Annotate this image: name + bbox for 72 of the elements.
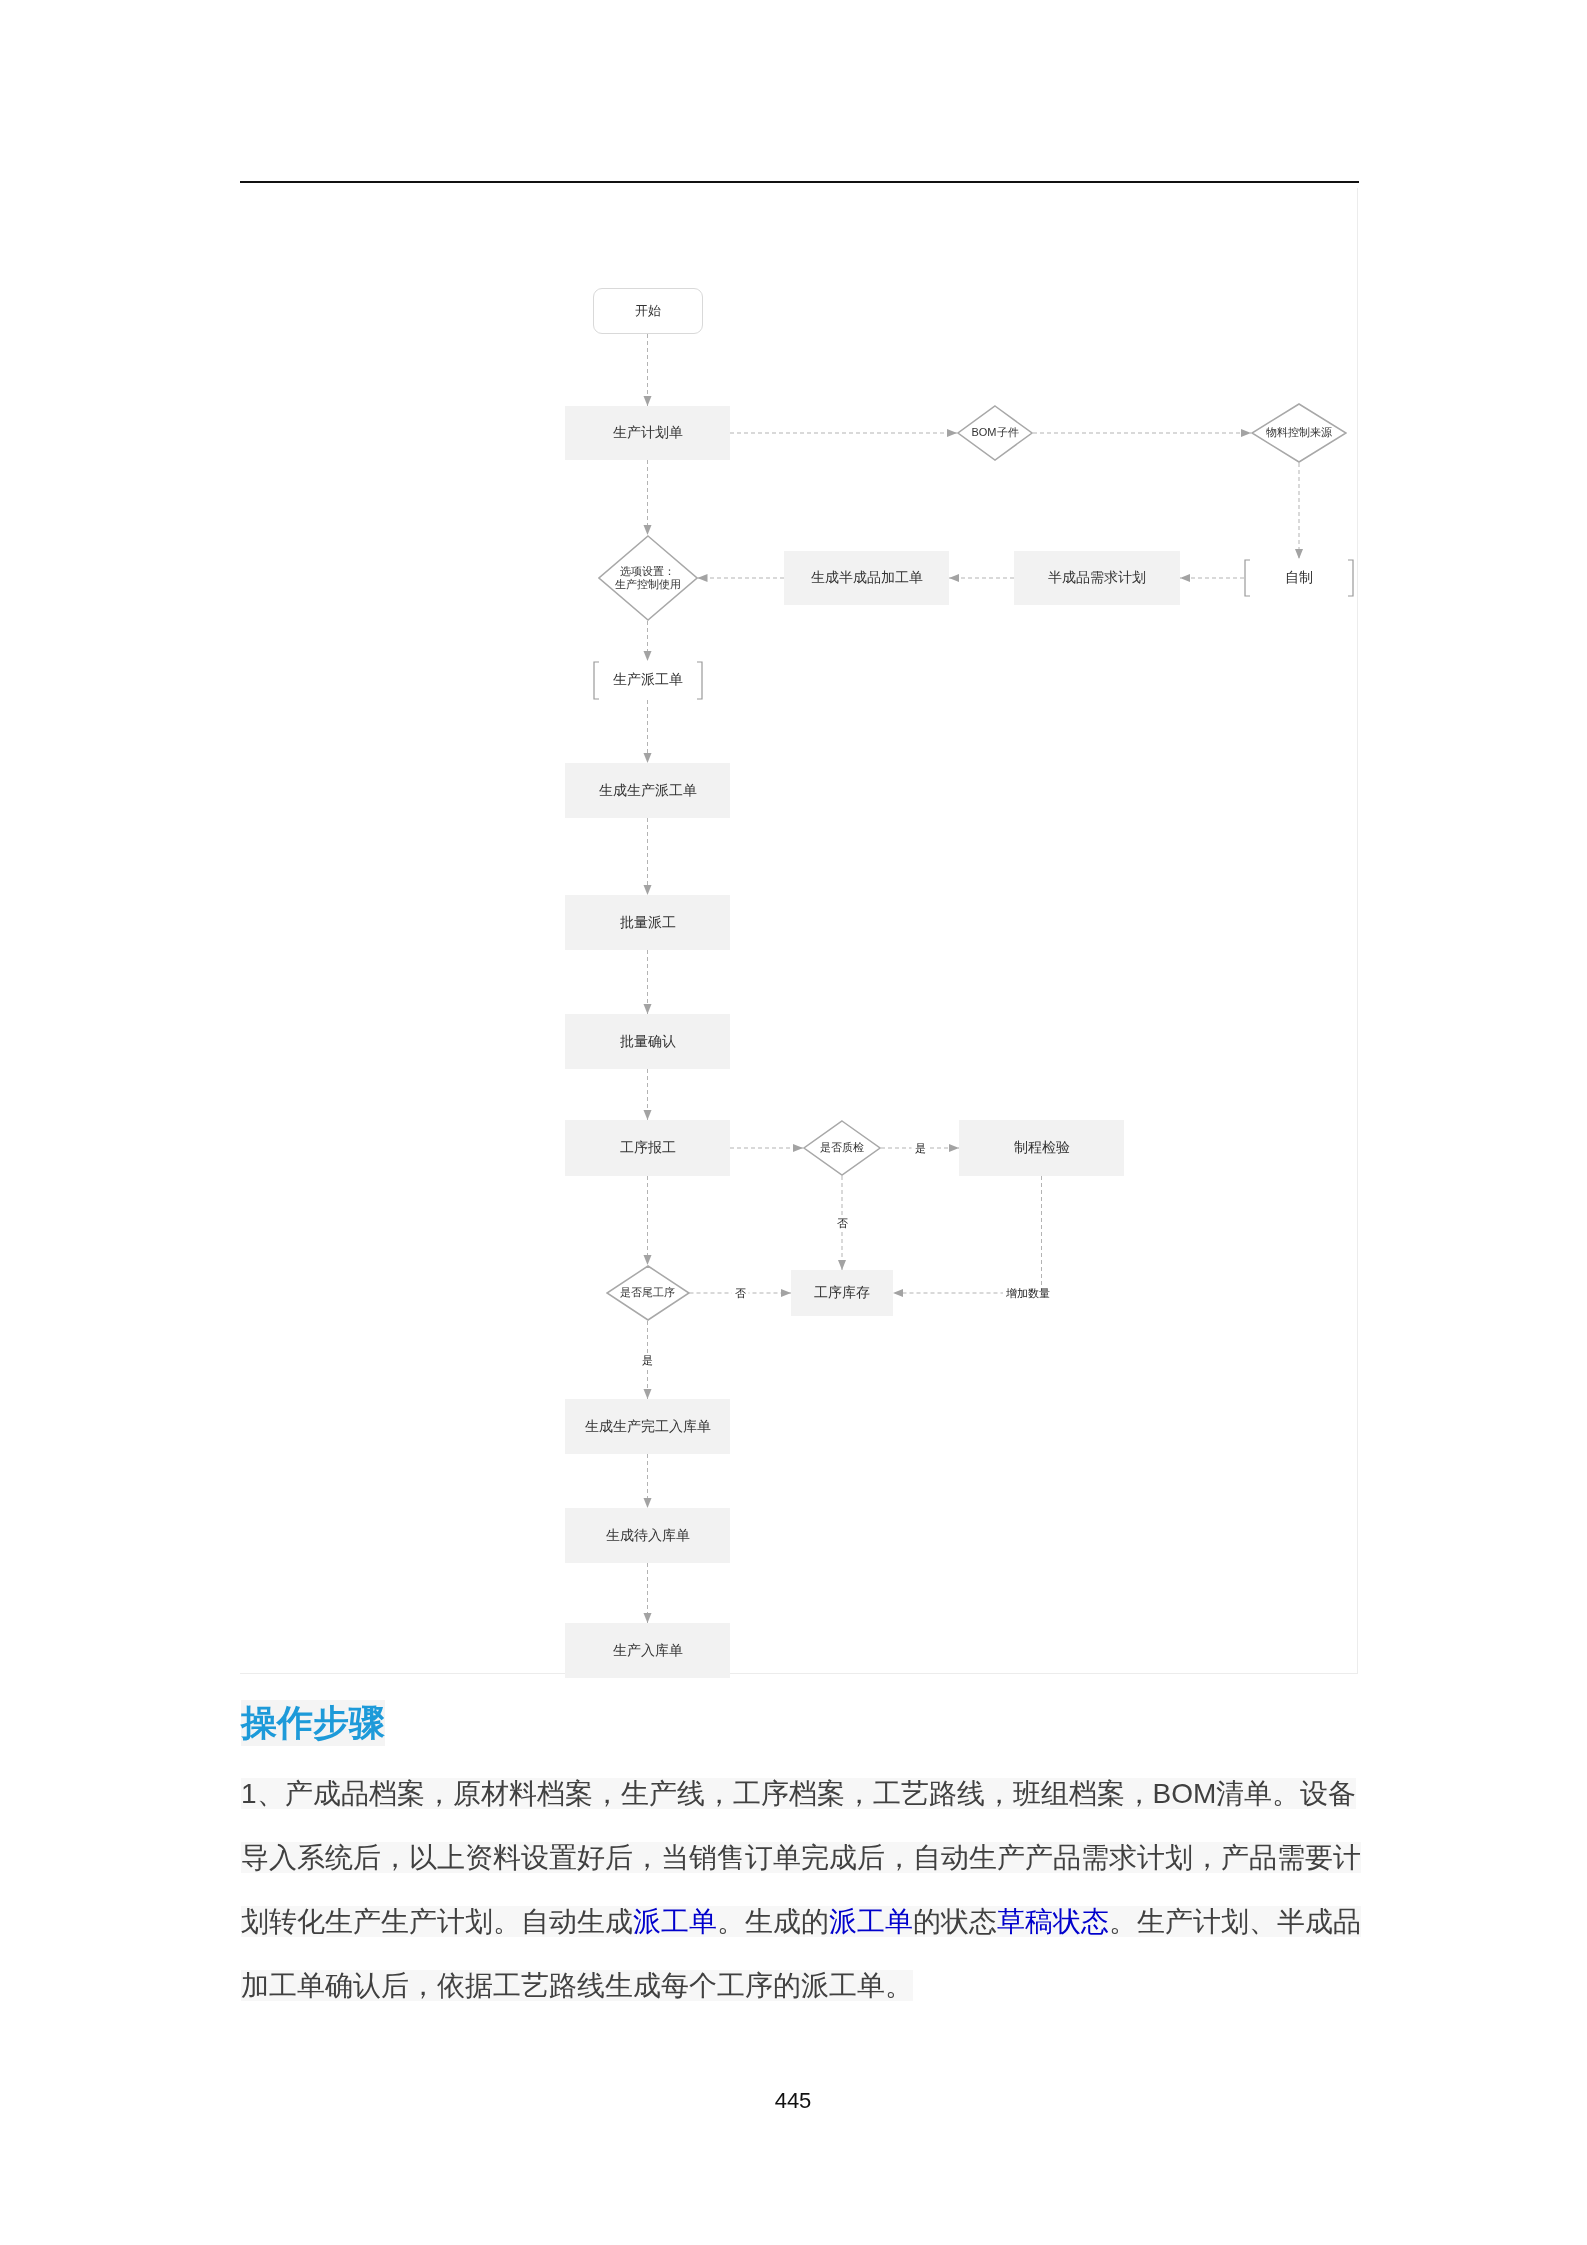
node-text: 自制 <box>1285 569 1313 587</box>
arrow <box>643 1562 652 1624</box>
arrow <box>1295 462 1303 560</box>
process-box <box>565 1399 730 1454</box>
node-text: 批量确认 <box>619 1032 676 1051</box>
arrow <box>1179 574 1245 582</box>
arrow <box>643 459 652 536</box>
bracket-annotation <box>592 661 703 700</box>
node-text: 半成品需求计划 <box>1048 569 1146 587</box>
node-text: 生成生产派工单 <box>598 781 697 800</box>
start-terminal <box>592 288 703 334</box>
edge-label: 增加数量 <box>1003 1286 1053 1300</box>
node-text: 生产派工单 <box>612 672 683 689</box>
arrow <box>643 1320 652 1400</box>
node-text: 生成半成品加工单 <box>810 569 923 587</box>
decision-diamond <box>803 1120 881 1176</box>
paragraph: 1、产成品档案，原材料档案，生产线，工序档案，工艺路线，班组档案，BOM清单。设备导入系统后，以上资料设置好后，当销售订单完成后，自动生产产品需求计划，产品需要计划转化生产生产计划。自动生成派工单。生成的派工单的状态草稿状态。生产计划、半成品加工单确认后，依据工艺路线生成每个工序的派工单。 <box>241 1777 1361 2003</box>
process-box <box>565 1120 730 1176</box>
arrow <box>643 1068 652 1121</box>
node-text: 制程检验 <box>1013 1139 1070 1157</box>
arrow <box>643 333 652 407</box>
process-box <box>959 1120 1124 1176</box>
node-text: 是否尾工序 <box>620 1286 675 1300</box>
page-number: 445 <box>774 2086 812 2115</box>
arrow <box>643 699 652 764</box>
process-box <box>565 406 730 460</box>
process-box <box>565 763 730 818</box>
process-box <box>565 895 730 950</box>
decision-diamond <box>1251 403 1347 463</box>
node-text: 生成生产完工入库单 <box>584 1417 711 1436</box>
node-text: 生产入库单 <box>612 1641 683 1660</box>
link: 派工单 <box>633 1906 717 1937</box>
arrow <box>838 1175 846 1271</box>
node-text: 工序库存 <box>814 1284 870 1302</box>
arrow <box>643 1175 652 1266</box>
section-heading: 操作步骤 <box>241 1700 385 1746</box>
arrow <box>729 1144 804 1152</box>
edge-label: 否 <box>731 1286 749 1300</box>
arrow <box>880 1144 960 1152</box>
process-box <box>784 551 949 605</box>
process-box <box>565 1508 730 1563</box>
node-text: 生产计划单 <box>612 424 683 442</box>
node-text: 生成待入库单 <box>605 1526 690 1545</box>
arrow <box>1032 429 1252 437</box>
node-text: 选项设置： <box>620 565 675 578</box>
arrow <box>697 574 785 582</box>
decision-diamond <box>597 535 698 621</box>
node-text: 工序报工 <box>619 1139 676 1157</box>
link: 草稿状态 <box>997 1906 1109 1937</box>
arrow <box>729 429 958 437</box>
decision-diamond <box>957 405 1033 461</box>
process-box <box>565 1014 730 1069</box>
node-text: 批量派工 <box>619 913 676 932</box>
bracket-annotation <box>1244 559 1354 597</box>
link: 派工单 <box>829 1906 913 1937</box>
node-text: 生产控制使用 <box>614 578 681 591</box>
node-text: 是否质检 <box>820 1141 864 1155</box>
node-text: BOM子件 <box>971 426 1019 440</box>
arrow <box>689 1289 792 1297</box>
decision-diamond <box>605 1265 690 1321</box>
arrow <box>643 949 652 1015</box>
process-box <box>791 1270 893 1316</box>
node-text: 开始 <box>634 302 661 320</box>
edge-label: 是 <box>911 1141 929 1155</box>
process-box <box>565 1623 730 1678</box>
arrow <box>643 620 652 662</box>
arrow <box>948 574 1015 582</box>
edge-label: 是 <box>639 1353 656 1367</box>
arrow <box>643 817 652 896</box>
arrow <box>643 1453 652 1509</box>
node-text: 物料控制来源 <box>1266 426 1332 440</box>
process-box <box>1014 551 1180 605</box>
